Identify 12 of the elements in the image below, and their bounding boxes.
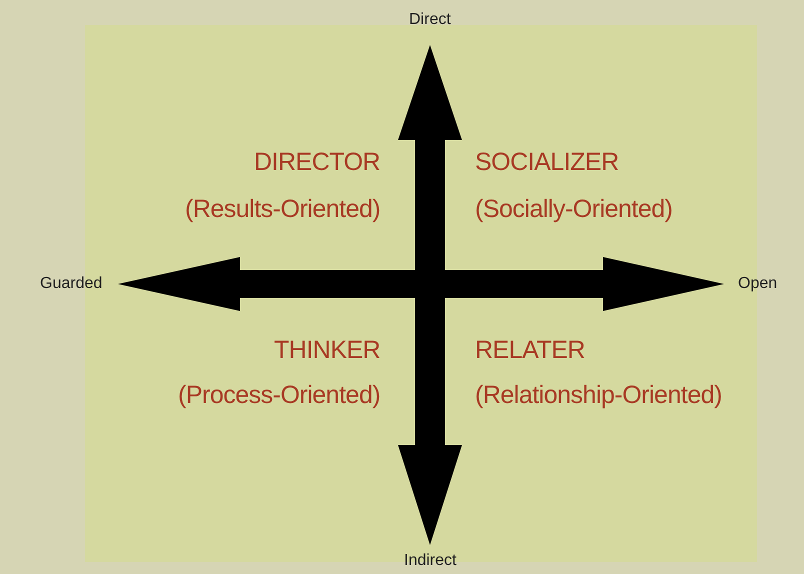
quadrant-subtitle: (Relationship-Oriented)	[475, 383, 722, 408]
quadrant-title: DIRECTOR	[254, 150, 380, 175]
quadrant-title: SOCIALIZER	[475, 150, 619, 175]
axis-label: Direct	[409, 12, 451, 28]
quadrant-subtitle: (Process-Oriented)	[178, 383, 380, 408]
axis-label: Open	[738, 276, 778, 292]
quadrant-title: THINKER	[274, 338, 380, 363]
axis-label: Guarded	[40, 276, 102, 292]
axis-label: Indirect	[404, 553, 456, 569]
quadrant-title: RELATER	[475, 338, 585, 363]
quadrant-subtitle: (Results-Oriented)	[185, 197, 380, 222]
quadrant-subtitle: (Socially-Oriented)	[475, 197, 673, 222]
